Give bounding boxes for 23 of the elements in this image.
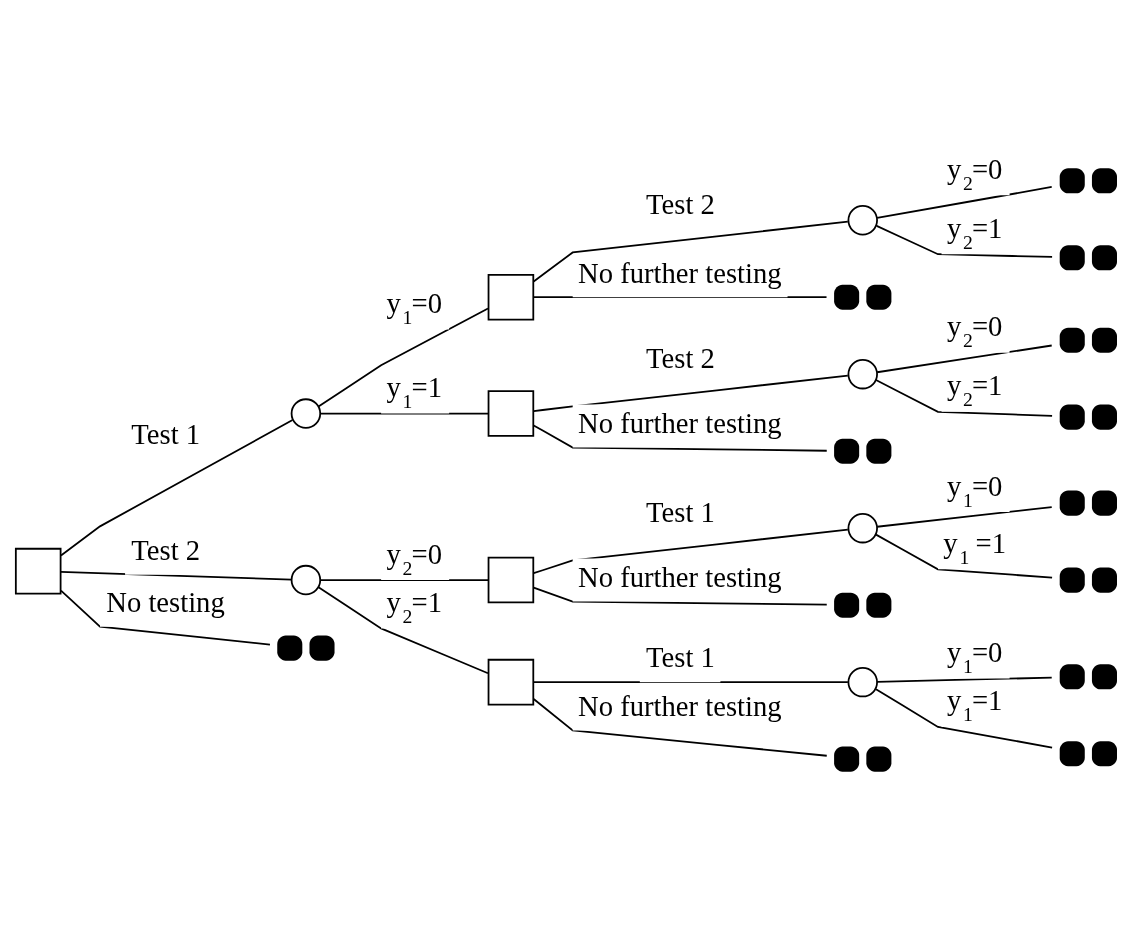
edge-label: y$_{2}$=1 [386,585,443,627]
edge-label: Test 2 [646,187,715,220]
edge-label: Test 1 [646,495,715,528]
edge-label: y$_{2}$=0 [946,152,1003,194]
edge-label: Test 2 [646,341,715,374]
edge-label: No further testing [578,560,782,593]
edge-label: No further testing [578,256,782,289]
edge-label: y$_{2}$=1 [946,368,1003,410]
edge-label: y$_{1}$=1 [946,683,1003,725]
edge-label: No further testing [578,689,782,722]
edge-label: y$_{2}$=1 [946,211,1003,253]
edge-label: y$_{1}$=1 [386,370,443,412]
edge-label: y$_{2}$=0 [386,537,443,579]
edge-label: y$_{2}$=0 [946,309,1003,351]
edge-label: No testing [106,585,225,618]
edge-label: y$_{1}$=0 [946,635,1003,677]
edge-label: Test 1 [646,640,715,673]
edge-label: No further testing [578,406,782,439]
edge-label: Test 1 [131,417,201,450]
edge-label: y$_{1}$ =1 [943,526,1007,568]
edge-label: Test 2 [131,533,201,566]
edge-label: y$_{1}$=0 [946,469,1003,511]
edge-label: y$_{1}$=0 [386,286,443,328]
